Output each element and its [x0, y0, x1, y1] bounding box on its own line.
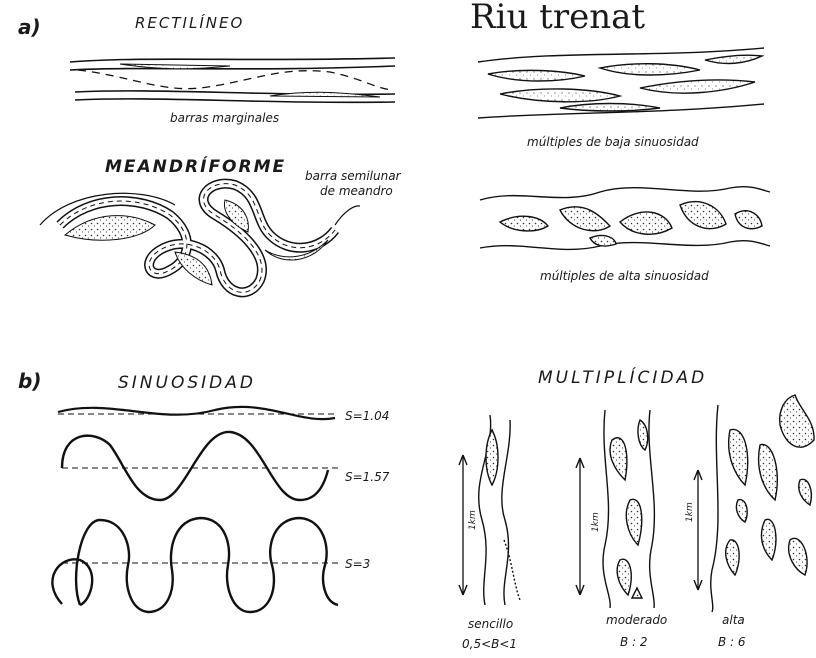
multiplicity-high-drawing [694, 395, 814, 612]
meander-bar-label-line1: barra semilunar [305, 169, 402, 183]
braided-low-caption: múltiples de baja sinuosidad [527, 135, 699, 149]
scale-label-3: 1km [685, 502, 695, 522]
multiplicity-value-3: B : 6 [718, 635, 746, 649]
braided-low-sinuosity-drawing [478, 48, 764, 118]
multiplicity-value-2: B : 2 [620, 635, 648, 649]
braided-high-caption: múltiples de alta sinuosidad [540, 269, 709, 283]
section-a-label: a) [18, 15, 41, 39]
sinuosity-curves [52, 407, 338, 612]
scale-label-1: 1km [468, 510, 478, 530]
meandering-river-drawing [40, 184, 360, 293]
page-title: Riu trenat [470, 0, 645, 37]
section-b-label: b) [18, 369, 41, 393]
sinuosity-value-3: S=3 [345, 557, 370, 571]
rectilineo-title: RECTILÍNEO [135, 13, 244, 32]
sinuosity-curve-mid [62, 432, 328, 500]
multiplicidad-title: MULTIPLÍCIDAD [538, 366, 707, 388]
sinuosity-value-1: S=1.04 [345, 409, 389, 423]
meandriforme-title: MEANDRÍFORME [105, 155, 286, 177]
sinuosity-curve-low [58, 407, 335, 419]
rectilineo-caption: barras marginales [170, 111, 279, 125]
sinuosity-curve-high [52, 518, 338, 612]
multiplicity-name-2: moderado [606, 613, 667, 627]
multiplicity-moderate-drawing [576, 410, 654, 608]
straight-river-drawing [70, 58, 395, 102]
sinuosidad-title: SINUOSIDAD [118, 373, 256, 393]
meander-bar-label-line2: de meandro [320, 184, 393, 198]
multiplicity-value-1: 0,5<B<1 [462, 637, 517, 651]
braided-high-sinuosity-drawing [480, 187, 770, 250]
multiplicity-single-drawing [459, 415, 520, 605]
sinuosity-value-2: S=1.57 [345, 470, 390, 484]
scale-label-2: 1km [591, 512, 601, 532]
multiplicity-name-1: sencillo [468, 617, 513, 631]
multiplicity-name-3: alta [722, 613, 745, 627]
